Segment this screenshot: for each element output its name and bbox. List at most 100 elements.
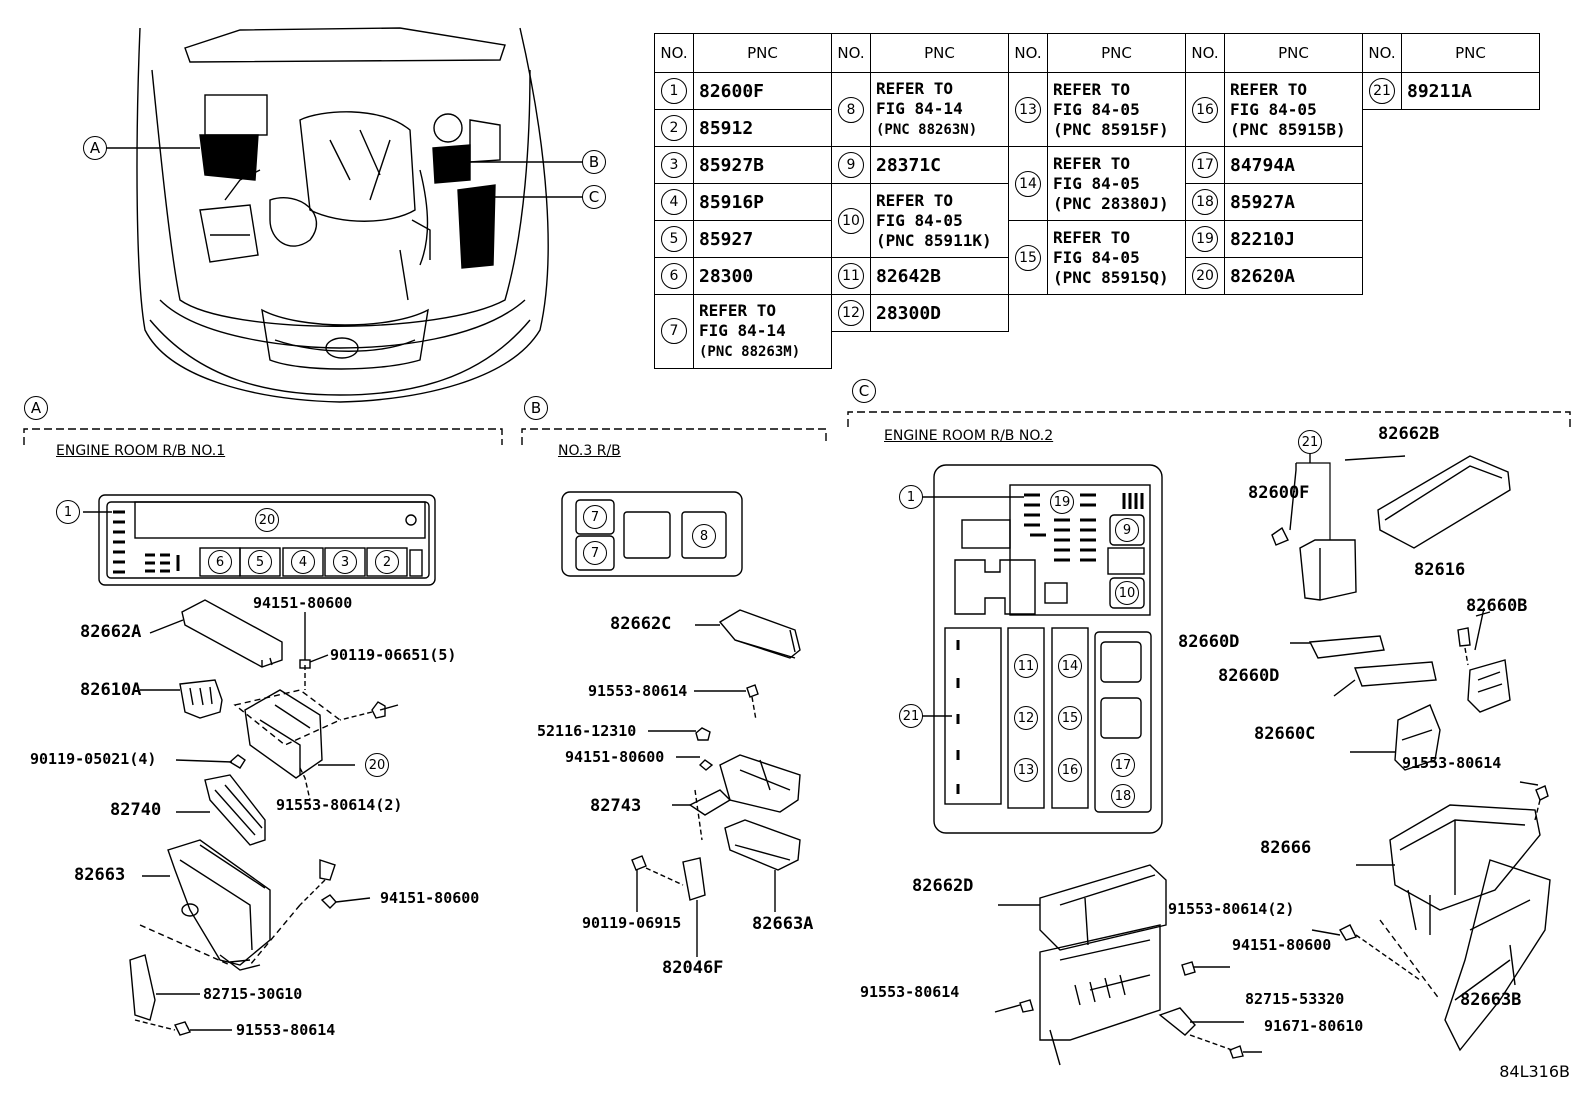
item-no: 2 bbox=[654, 109, 694, 147]
relay-box-a-outline bbox=[83, 494, 436, 586]
part-label: 90119-05021(4) bbox=[30, 750, 157, 768]
part-label: 91553-80614(2) bbox=[1168, 900, 1295, 918]
relay-box-c-outline bbox=[915, 464, 1163, 834]
header-no: NO. bbox=[1362, 33, 1402, 73]
pnc-value: 82600F bbox=[693, 72, 832, 110]
fuse-ref-13: 13 bbox=[1014, 758, 1038, 782]
item-no: 7 bbox=[654, 294, 694, 369]
item-no: 20 bbox=[1185, 257, 1225, 295]
part-label: 82663B bbox=[1460, 990, 1522, 1010]
fuse-ref-12: 12 bbox=[1014, 706, 1038, 730]
part-label: 82662C bbox=[610, 614, 672, 634]
part-label: 82660D bbox=[1178, 632, 1240, 652]
section-c-marker: C bbox=[852, 379, 876, 403]
fuse-ref-18: 18 bbox=[1111, 784, 1135, 808]
part-label: 94151-80600 bbox=[380, 889, 480, 907]
item-no: 10 bbox=[831, 183, 871, 258]
pnc-value: 85927B bbox=[693, 146, 832, 184]
callout-c: C bbox=[582, 185, 606, 209]
fuse-ref-11: 11 bbox=[1014, 654, 1038, 678]
parts-b bbox=[631, 609, 801, 957]
part-label: 82660D bbox=[1218, 666, 1280, 686]
callout-b: B bbox=[582, 150, 606, 174]
part-label: 82662D bbox=[912, 876, 974, 896]
pnc-table: NO. PNC NO. PNC NO. PNC NO. PNC NO. PNC … bbox=[654, 33, 1540, 369]
part-label: 82663 bbox=[74, 865, 126, 885]
table-row: 2 85912 bbox=[654, 109, 1540, 147]
item-no: 21 bbox=[1362, 72, 1402, 110]
item-no: 4 bbox=[654, 183, 694, 221]
part-label: 82663A bbox=[752, 914, 814, 934]
fuse-ref-7: 7 bbox=[583, 505, 607, 529]
part-label: 91553-80614(2) bbox=[276, 796, 403, 814]
fuse-ref-7: 7 bbox=[583, 541, 607, 565]
pnc-value: 85927A bbox=[1224, 183, 1363, 221]
fuse-ref-3: 3 bbox=[333, 550, 357, 574]
item-no: 11 bbox=[831, 257, 871, 295]
part-label: 91553-80614 bbox=[236, 1021, 336, 1039]
part-label: 91553-80614 bbox=[588, 682, 688, 700]
item-no: 8 bbox=[831, 72, 871, 147]
table-row: 6 28300 11 82642B 20 82620A bbox=[654, 257, 1540, 295]
pnc-value: 85916P bbox=[693, 183, 832, 221]
item-no: 3 bbox=[654, 146, 694, 184]
pnc-value: 89211A bbox=[1401, 72, 1540, 110]
section-brackets bbox=[23, 411, 1571, 445]
fuse-ref-1: 1 bbox=[56, 500, 80, 524]
relay-box-b-outline bbox=[561, 491, 743, 577]
item-no: 18 bbox=[1185, 183, 1225, 221]
header-pnc: PNC bbox=[870, 33, 1009, 73]
part-label: 82662B bbox=[1378, 424, 1440, 444]
part-label: 82740 bbox=[110, 800, 162, 820]
section-b-marker: B bbox=[524, 396, 548, 420]
header-no: NO. bbox=[654, 33, 694, 73]
part-label: 90119-06915 bbox=[582, 914, 682, 932]
part-label: 82046F bbox=[662, 958, 724, 978]
fuse-ref-1: 1 bbox=[899, 485, 923, 509]
pnc-value: 28300 bbox=[693, 257, 832, 295]
section-b-title: NO.3 R/B bbox=[558, 443, 621, 459]
header-no: NO. bbox=[1185, 33, 1225, 73]
fuse-ref-20: 20 bbox=[255, 508, 279, 532]
fuse-ref-16: 16 bbox=[1058, 758, 1082, 782]
pnc-value: 85927 bbox=[693, 220, 832, 258]
part-ref-20: 20 bbox=[365, 753, 389, 777]
part-label: 82616 bbox=[1414, 560, 1466, 580]
part-label: 94151-80600 bbox=[253, 594, 353, 612]
section-a-marker: A bbox=[24, 396, 48, 420]
part-label: 82660C bbox=[1254, 724, 1316, 744]
item-no: 17 bbox=[1185, 146, 1225, 184]
pnc-value: 28300D bbox=[870, 294, 1009, 332]
header-pnc: PNC bbox=[1047, 33, 1186, 73]
part-label: 91553-80614 bbox=[1402, 754, 1502, 772]
fuse-ref-19: 19 bbox=[1050, 490, 1074, 514]
item-no: 16 bbox=[1185, 72, 1225, 147]
part-label: 91671-80610 bbox=[1264, 1017, 1364, 1035]
item-no: 1 bbox=[654, 72, 694, 110]
item-no: 19 bbox=[1185, 220, 1225, 258]
fuse-ref-21: 21 bbox=[899, 704, 923, 728]
fuse-ref-10: 10 bbox=[1115, 581, 1139, 605]
parts-c bbox=[994, 452, 1551, 1066]
part-label: 82600F bbox=[1248, 483, 1310, 503]
pnc-value: 82210J bbox=[1224, 220, 1363, 258]
engine-bay-illustration bbox=[106, 27, 588, 403]
part-label: 82610A bbox=[80, 680, 142, 700]
section-a-title: ENGINE ROOM R/B NO.1 bbox=[56, 443, 226, 459]
header-pnc: PNC bbox=[693, 33, 832, 73]
pnc-value: 28371C bbox=[870, 146, 1009, 184]
item-no: 15 bbox=[1008, 220, 1048, 295]
fuse-ref-17: 17 bbox=[1111, 753, 1135, 777]
pnc-value: 82642B bbox=[870, 257, 1009, 295]
figure-code: 84L316B bbox=[1499, 1062, 1570, 1081]
item-no: 12 bbox=[831, 294, 871, 332]
